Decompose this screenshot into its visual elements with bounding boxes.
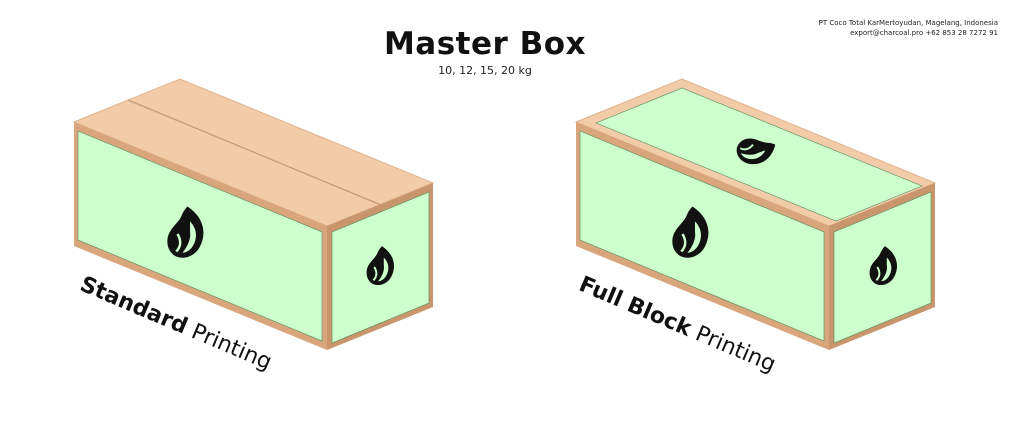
- page-subtitle: 10, 12, 15, 20 kg: [438, 64, 532, 77]
- company-address: PT Coco Total KarMertoyudan, Magelang, I…: [818, 19, 998, 27]
- company-info: PT Coco Total KarMertoyudan, Magelang, I…: [819, 18, 998, 38]
- page-title: Master Box: [383, 26, 587, 62]
- standard-box: [72, 78, 435, 350]
- company-contact: export@charcoal.pro +62 853 28 7272 91: [850, 29, 998, 37]
- standard-box-tape-line: [127, 99, 382, 206]
- full-block-box: [574, 78, 937, 350]
